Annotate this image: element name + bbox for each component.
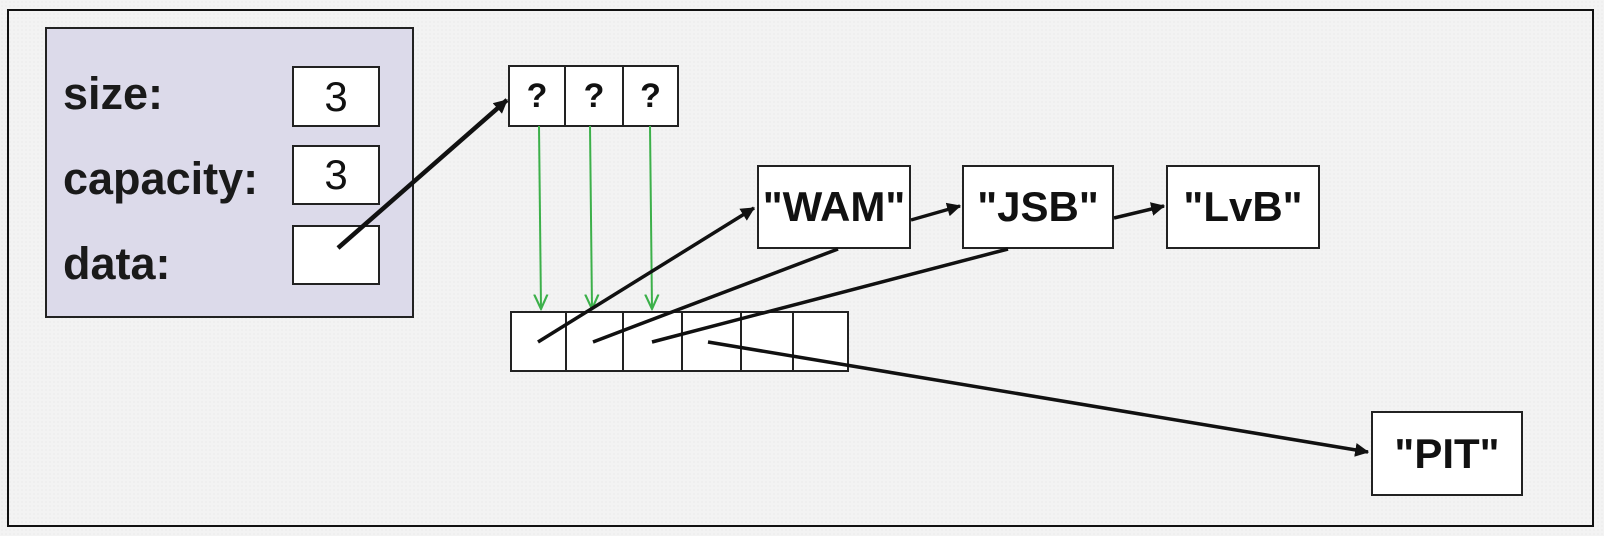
size-value-box: 3 [292,66,380,127]
copy-arrow [650,125,652,309]
copy-arrow [590,125,592,309]
diagram-frame [7,9,1594,527]
cell-pointer-arrow [707,340,1370,457]
vector-struct: size: 3 capacity: 3 data: [45,27,414,318]
data-pointer-box [292,225,380,285]
data-pointer-arrow [336,98,509,250]
data-label: data: [63,238,171,289]
string-node-pit: "PIT" [1371,411,1523,496]
string-node-wam: "WAM" [757,165,911,249]
cell-pointer-line [592,247,839,344]
string-link-arrow [910,202,962,222]
string-node-lvb: "LvB" [1166,165,1320,249]
size-label: size: [63,68,164,119]
capacity-value-box: 3 [292,145,380,205]
string-node-jsb: "JSB" [962,165,1114,249]
capacity-label: capacity: [63,153,259,204]
cell-pointer-arrow [537,206,755,344]
old-array-cell: ? [564,65,624,127]
copy-arrow [539,125,541,309]
string-link-arrow [1113,202,1166,220]
cell-pointer-line [651,247,1009,344]
old-array-cell: ? [508,65,566,127]
